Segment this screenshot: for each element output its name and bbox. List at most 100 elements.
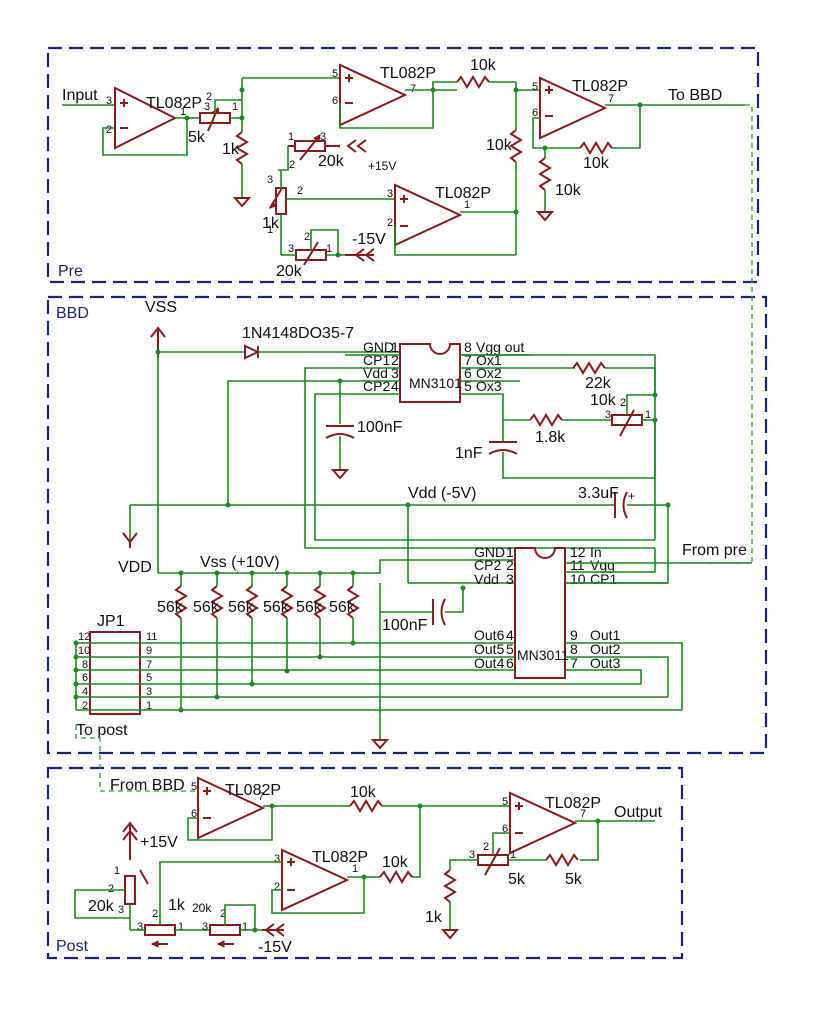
opamp-label-post-3: TL082P [312,849,368,866]
mn3011-pin-cp1: CP1 [590,571,617,587]
mn3101-pin-cp2: CP2 [363,378,390,394]
svg-text:1: 1 [326,243,332,255]
opamp-buffer-pre [114,86,178,150]
pre-section-box [46,46,760,284]
svg-text:3: 3 [469,849,475,861]
pot-20k-post-b-label: 20k [192,901,212,915]
opamp-2-pre [339,63,408,127]
svg-text:4: 4 [506,627,514,643]
res-10k-post-a: 10k [350,784,377,801]
svg-text:2: 2 [220,908,226,920]
svg-text:5: 5 [532,81,538,93]
svg-text:11: 11 [570,557,585,573]
mn3101-pin-vdd: Vdd [363,365,388,381]
svg-text:3: 3 [320,131,326,143]
minus15-post: -15V [258,939,292,956]
pot-5k-pre: 5k [188,129,206,146]
res-10k-pre-b: 10k [486,137,513,154]
svg-text:6: 6 [332,95,338,107]
svg-text:3: 3 [387,188,393,200]
mn3101-pin-ox2: Ox2 [476,365,502,381]
svg-text:8: 8 [464,339,472,355]
svg-text:7: 7 [258,791,264,803]
post-section-label: Post [56,938,89,955]
pre-circuit: 32 1 Input TL082P 321 5k 1k 567 TL082P [62,57,753,564]
pot-20k-post-a-label: 20k [88,898,115,915]
mn3011-chip [514,547,566,679]
mn3101-pin-cp1: CP1 [363,352,390,368]
svg-text:12: 12 [78,631,90,643]
opamp-4-pre [394,183,463,247]
svg-text:2: 2 [108,883,114,895]
svg-text:6: 6 [82,672,88,684]
opamp-label-pre-1: TL082P [146,95,202,112]
svg-text:2: 2 [206,91,212,103]
svg-text:7: 7 [580,808,586,820]
vss-label: VSS [145,299,177,316]
mn3011-pin-out1: Out1 [590,627,621,643]
svg-text:2: 2 [620,397,626,409]
svg-text:2: 2 [289,159,295,171]
cap-100nf-a: 100nF [357,419,403,436]
res-10k-pre-c: 10k [583,155,610,172]
res-1k-pre: 1k [222,141,240,158]
svg-text:1: 1 [352,863,358,875]
svg-text:2: 2 [387,217,393,229]
output-label: Output [614,804,663,821]
svg-text:3: 3 [274,853,280,865]
res-5k-post: 5k [565,871,583,888]
vdd-rail-label: Vdd (-5V) [408,485,476,502]
res-56k-5: 56k [296,599,323,616]
svg-text:6: 6 [506,655,514,671]
plus15-post: +15V [140,834,178,851]
diode-label: 1N4148DO35-7 [242,325,354,342]
pre-section-label: Pre [58,263,83,280]
svg-text:1: 1 [645,409,651,421]
mn3011-pin-out5: Out5 [474,641,505,657]
svg-text:2: 2 [152,908,158,920]
svg-text:1: 1 [146,700,152,712]
bbd-section-box [46,295,768,755]
svg-text:1: 1 [178,921,184,933]
pot-20k-post-b [209,924,241,936]
res-1-8k: 1.8k [535,429,566,446]
svg-text:2: 2 [106,124,112,136]
svg-text:2: 2 [391,352,399,368]
svg-text:6: 6 [502,823,508,835]
pot-1k-post-label: 1k [168,897,186,914]
bbd-circuit: VSS 1N4148DO35-7 MN3101 GND 1 CP1 2 Vdd … [73,299,752,792]
svg-text:5: 5 [146,672,152,684]
svg-text:1: 1 [464,199,470,211]
opamp-label-pre-3: TL082P [572,78,628,95]
svg-text:7: 7 [608,93,614,105]
pot-20k-pre-a-label: 20k [318,153,345,170]
mn3011-pin-vdd: Vdd [474,571,499,587]
jp1-label: JP1 [97,613,125,630]
svg-text:3: 3 [204,101,210,113]
mn3011-name: MN3011 [517,647,569,663]
to-post-label: To post [76,722,128,739]
svg-text:1: 1 [506,544,514,560]
svg-text:1: 1 [232,101,238,113]
svg-text:10: 10 [570,571,586,587]
pot-1k-post [144,924,176,936]
svg-text:6: 6 [464,365,472,381]
mn3101-pin-vggout: Vgg out [476,339,524,355]
svg-text:4: 4 [82,686,88,698]
mn3011-pin-gnd: GND [474,544,505,560]
svg-text:3: 3 [506,571,514,587]
svg-text:7: 7 [570,655,578,671]
minus15-pre: -15V [352,231,386,248]
mn3101-pin-ox1: Ox1 [476,352,502,368]
post-circuit: From BBD 567 TL082P 10k 567 TL082P Outpu… [74,776,663,956]
to-bbd-label: To BBD [668,87,722,104]
svg-text:5: 5 [506,641,514,657]
opamp-label-pre-4: TL082P [435,185,491,202]
vss-rail-label: Vss (+10V) [200,554,280,571]
svg-text:3: 3 [267,174,273,186]
svg-text:6: 6 [191,808,197,820]
res-1k-post: 1k [425,909,443,926]
mn3011-pin-cp2: CP2 [474,557,501,573]
svg-text:5: 5 [191,781,197,793]
